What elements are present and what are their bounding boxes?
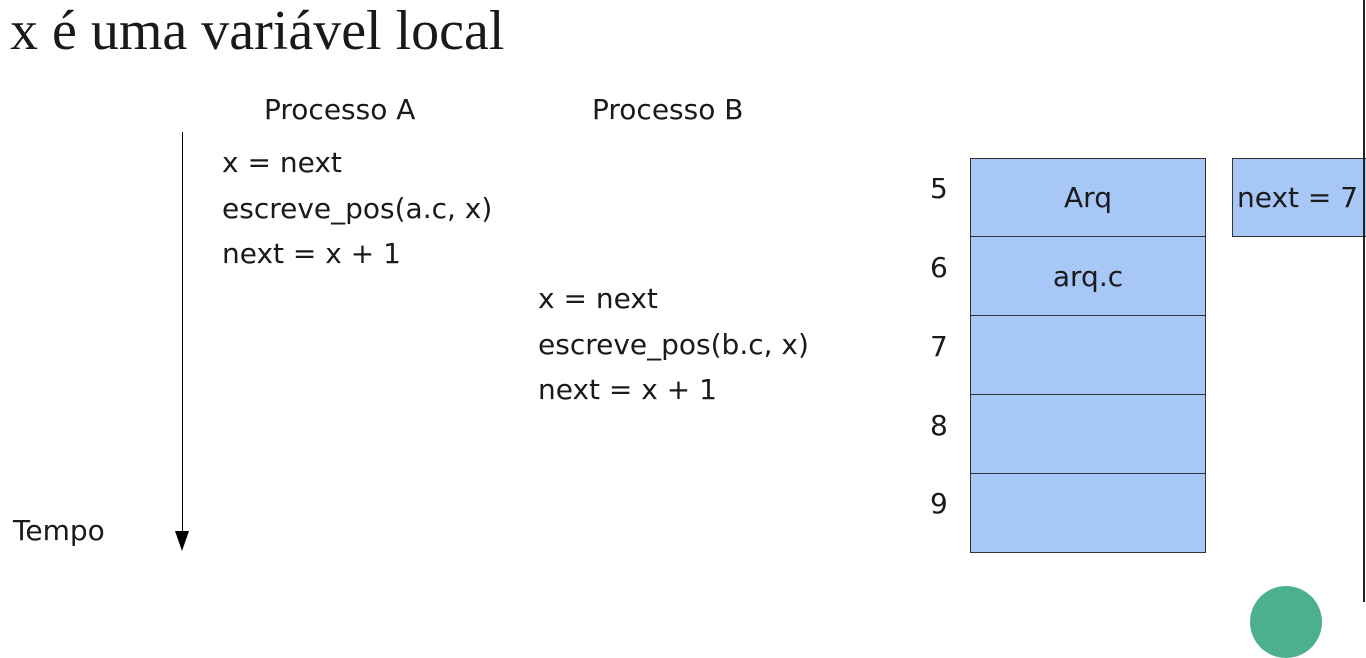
slide-corner-circle-icon	[1250, 586, 1322, 658]
time-axis-line	[182, 132, 183, 537]
process-a-line-1: x = next	[222, 146, 342, 179]
slide-right-border	[1363, 0, 1365, 602]
memory-index-8: 8	[930, 409, 948, 442]
process-b-line-1: x = next	[538, 282, 658, 315]
memory-cell-5: Arq	[970, 158, 1206, 237]
process-b-line-3: next = x + 1	[538, 373, 717, 406]
process-b-header: Processo B	[592, 93, 744, 126]
memory-index-7: 7	[930, 330, 948, 363]
process-a-line-2: escreve_pos(a.c, x)	[222, 192, 493, 225]
memory-cell-8	[970, 395, 1206, 474]
memory-cell-6: arq.c	[970, 237, 1206, 316]
time-label: Tempo	[13, 514, 105, 547]
process-a-header: Processo A	[264, 93, 416, 126]
memory-index-9: 9	[930, 487, 948, 520]
process-b-line-2: escreve_pos(b.c, x)	[538, 328, 809, 361]
memory-table: Arq arq.c	[970, 158, 1206, 553]
process-a-line-3: next = x + 1	[222, 237, 401, 270]
memory-index-5: 5	[930, 172, 948, 205]
memory-cell-9	[970, 474, 1206, 553]
memory-cell-7	[970, 316, 1206, 395]
time-arrow-icon	[175, 531, 189, 551]
memory-index-6: 6	[930, 251, 948, 284]
next-variable-box: next = 7	[1232, 158, 1366, 237]
slide-title: x é uma variável local	[10, 0, 505, 62]
